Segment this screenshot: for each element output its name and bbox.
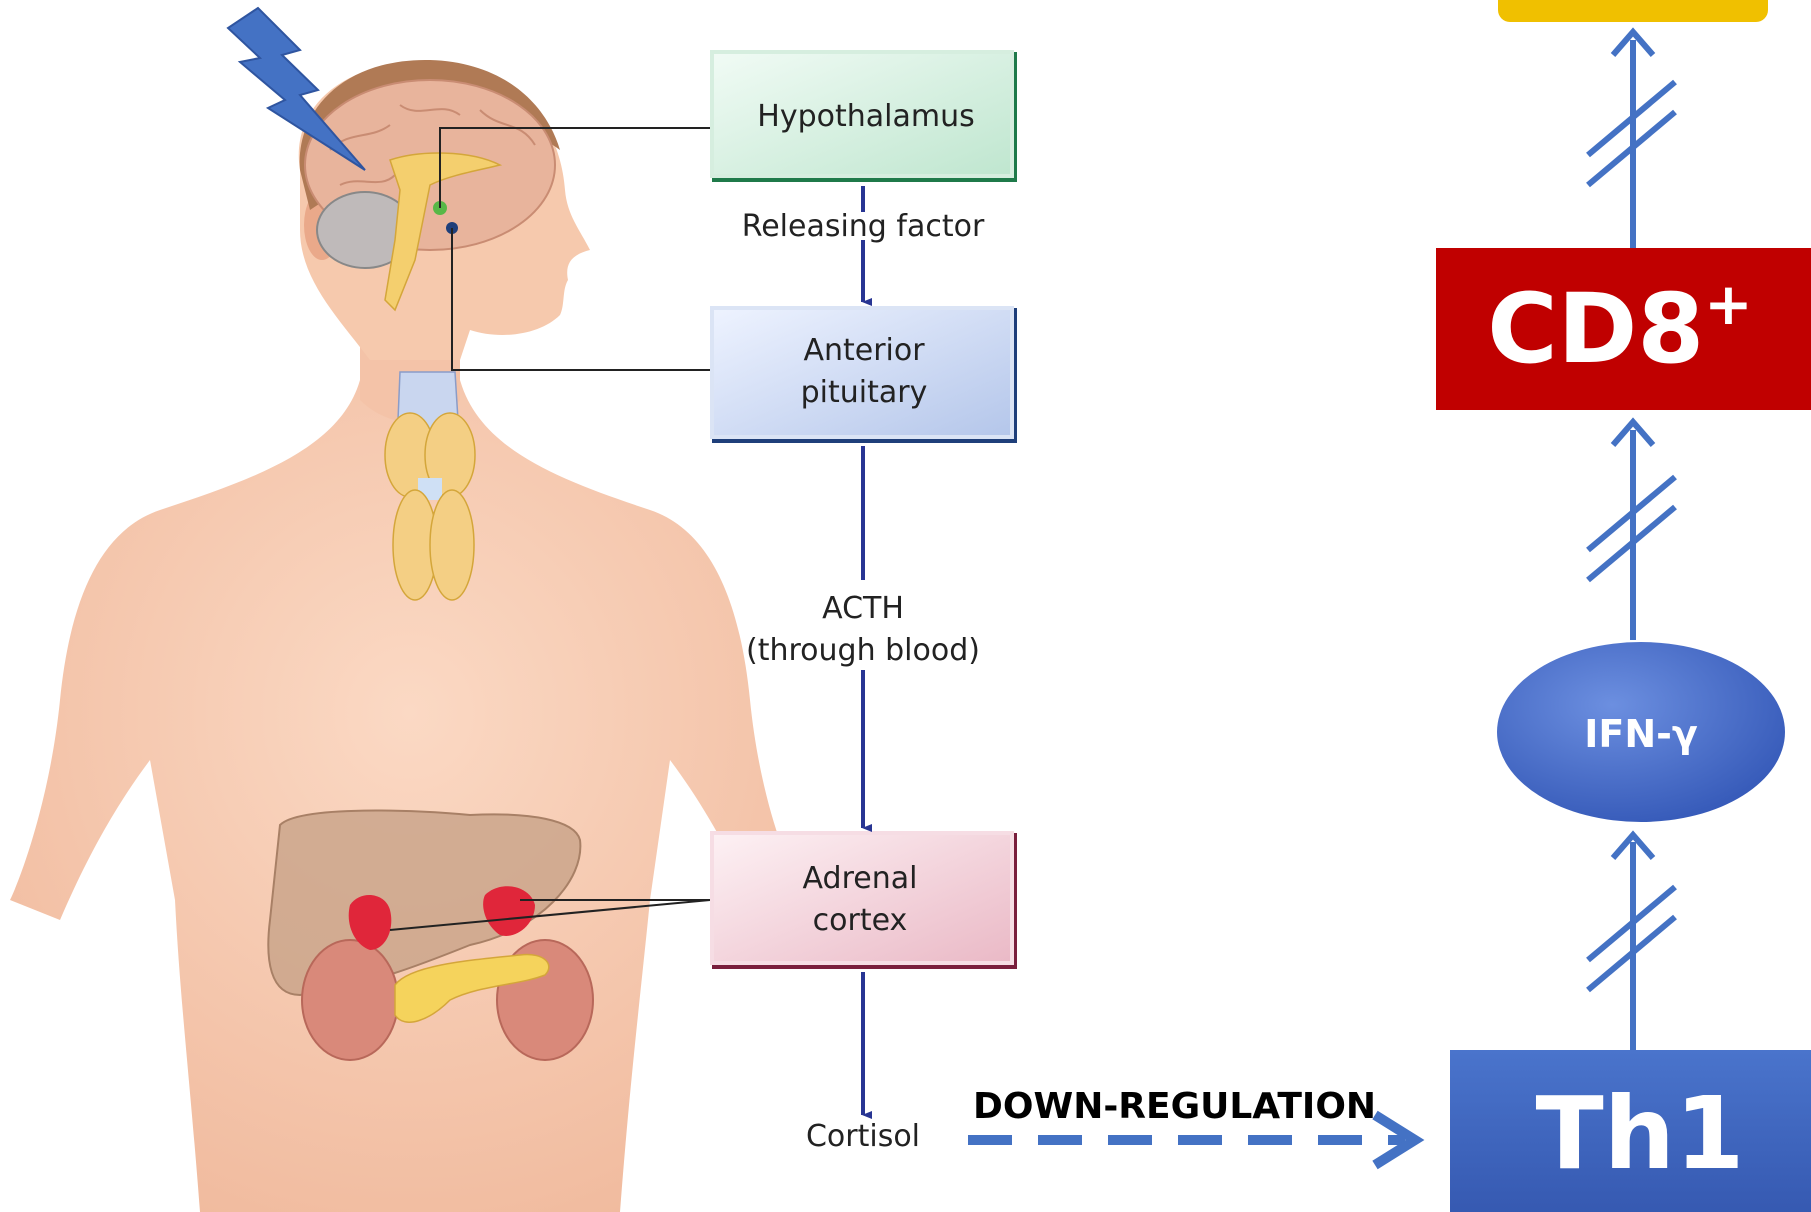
cd8-superscript: + <box>1704 270 1753 338</box>
down-regulation-label: DOWN-REGULATION <box>973 1086 1376 1127</box>
th1-label: Th1 <box>1536 1075 1745 1192</box>
acth-label-line1: ACTH <box>822 591 904 626</box>
anterior-pituitary-box: Anterior pituitary <box>712 308 1017 443</box>
ifn-gamma-label: IFN-γ <box>1584 712 1698 756</box>
cd8-text: CD8 <box>1487 273 1704 385</box>
hypothalamus-box: Hypothalamus <box>712 52 1017 182</box>
top-cell-box <box>1498 0 1768 22</box>
releasing-factor-label: Releasing factor <box>742 209 985 244</box>
hypothalamus-label: Hypothalamus <box>757 99 974 134</box>
ifn-gamma-ellipse: IFN-γ <box>1497 642 1785 822</box>
adrenal-cortex-box: Adrenal cortex <box>712 833 1017 969</box>
adrenal-cortex-label-line1: Adrenal <box>803 861 918 896</box>
anterior-pituitary-label-line2: pituitary <box>801 375 928 410</box>
adrenal-cortex-label-line2: cortex <box>813 903 908 938</box>
cortisol-label: Cortisol <box>806 1119 920 1154</box>
immune-cascade-arrows <box>1588 32 1675 1050</box>
human-body-illustration <box>10 8 810 1212</box>
cd8-box: CD8+ <box>1436 248 1811 410</box>
anterior-pituitary-label-line1: Anterior <box>803 333 925 368</box>
left-kidney <box>302 940 398 1060</box>
th1-box: Th1 <box>1450 1050 1811 1212</box>
acth-label-line2: (through blood) <box>746 633 980 668</box>
